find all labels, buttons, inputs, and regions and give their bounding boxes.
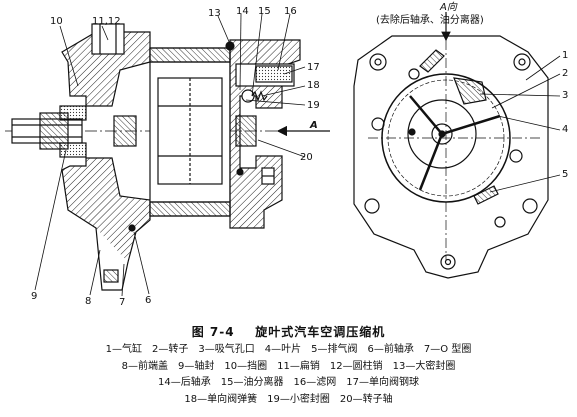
caption-number: 图 7-4 xyxy=(191,325,235,339)
legend-item: 8—前端盖 xyxy=(121,360,169,372)
label-9: 9 xyxy=(31,291,38,302)
suction-port xyxy=(453,77,487,105)
legend-item: 17—单向阀钢球 xyxy=(346,377,419,388)
front-end-cover xyxy=(61,31,151,107)
label-r4: 4 xyxy=(562,124,569,135)
label-r2: 2 xyxy=(562,68,569,79)
legend-item: 11—扁销 xyxy=(277,360,320,372)
end-view xyxy=(353,35,549,279)
legend-item: 9—轴封 xyxy=(178,360,215,372)
label-6: 6 xyxy=(145,295,152,306)
check-valve-ball xyxy=(241,89,255,103)
left-leader-lines xyxy=(34,13,306,297)
bolt-hole-bl xyxy=(364,198,380,214)
legend-item: 16—滤网 xyxy=(293,377,337,388)
bolt-hole-br xyxy=(522,198,538,214)
legend-row: 18—单向阀弹簧 19—小密封圈 20—转子轴 xyxy=(0,392,577,409)
compressor-figure: 10 11,12 13 14 15 16 17 18 19 A 20 9 8 7… xyxy=(5,2,569,308)
label-arrow-a: A xyxy=(310,120,318,131)
legend-item: 20—转子轴 xyxy=(339,393,393,405)
caption-title: 旋叶式汽车空调压缩机 xyxy=(255,325,386,339)
legend-item: 13—大密封圈 xyxy=(392,360,456,372)
label-8: 8 xyxy=(85,296,92,307)
label-r3: 3 xyxy=(562,90,569,101)
section-view xyxy=(5,23,330,291)
legend-item: 3—吸气孔口 xyxy=(198,344,255,355)
label-18: 18 xyxy=(307,80,320,91)
legend-item: 2—转子 xyxy=(152,344,189,355)
label-20: 20 xyxy=(300,152,313,163)
legend-item: 18—单向阀弹簧 xyxy=(184,393,258,405)
check-valve-spring xyxy=(251,90,268,102)
filter-screen xyxy=(255,65,293,83)
legend-row: 1—气缸 2—转子 3—吸气孔口 4—叶片 5—排气阀 6—前轴承 7—O 型圈 xyxy=(0,342,577,359)
vanes xyxy=(409,95,501,191)
big-seal-ring xyxy=(225,41,235,51)
legend-item: 15—油分离器 xyxy=(220,377,284,388)
label-14: 14 xyxy=(236,6,249,17)
label-7: 7 xyxy=(119,297,126,308)
legend-item: 12—圆柱销 xyxy=(329,360,383,372)
legend-item: 14—后轴承 xyxy=(158,377,211,388)
label-11-12: 11,12 xyxy=(92,16,121,27)
legend-item: 19—小密封圈 xyxy=(267,393,330,405)
view-title: A向 xyxy=(440,2,457,13)
compressor-drawing xyxy=(5,12,561,297)
front-bearing xyxy=(113,115,137,147)
legend-row: 8—前端盖 9—轴封 10—挡圈 11—扁销 12—圆柱销 13—大密封圈 xyxy=(0,359,577,376)
label-17: 17 xyxy=(307,62,320,73)
label-r1: 1 xyxy=(562,50,569,61)
label-19: 19 xyxy=(307,100,320,111)
discharge-valve-top xyxy=(419,49,445,73)
label-15: 15 xyxy=(258,6,271,17)
legend-item: 6—前轴承 xyxy=(367,344,414,355)
legend-row: 14—后轴承 15—油分离器 16—滤网 17—单向阀钢球 xyxy=(0,375,577,392)
parts-legend: 1—气缸 2—转子 3—吸气孔口 4—叶片 5—排气阀 6—前轴承 7—O 型圈 8—前端盖 9… xyxy=(0,342,577,408)
label-16: 16 xyxy=(284,6,297,17)
bolt-hole-tl xyxy=(369,53,387,71)
legend-item: 4—叶片 xyxy=(264,344,302,355)
label-10: 10 xyxy=(50,16,63,27)
figure-caption: 图 7-4 旋叶式汽车空调压缩机 xyxy=(0,323,577,340)
o-ring xyxy=(128,224,136,232)
legend-item: 7—O 型圈 xyxy=(423,344,472,355)
bolt-hole-bottom xyxy=(440,254,456,270)
discharge-valve-bottom xyxy=(473,185,499,205)
shaft-seal xyxy=(59,105,87,121)
bolt-hole-tr xyxy=(513,53,531,71)
legend-item: 10—挡圈 xyxy=(224,360,268,372)
view-subtitle: (去除后轴承、油分离器) xyxy=(376,15,484,26)
legend-item: 1—气缸 xyxy=(105,344,143,355)
rear-bearing xyxy=(235,115,257,147)
right-leader-lines xyxy=(479,55,561,193)
label-13: 13 xyxy=(208,8,221,19)
label-r5: 5 xyxy=(562,169,569,180)
legend-item: 5—排气阀 xyxy=(311,344,358,355)
small-seal-ring xyxy=(236,168,244,176)
